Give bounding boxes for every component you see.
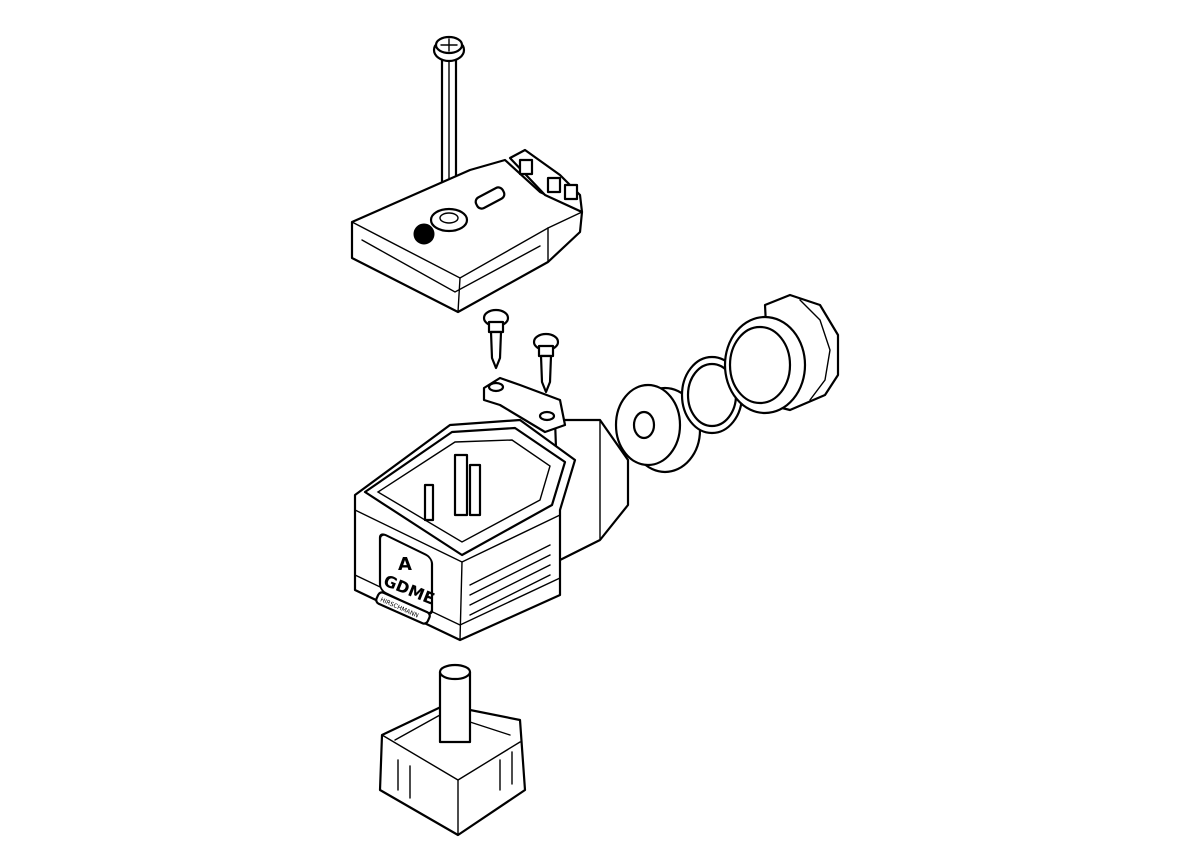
logo-emblem-icon	[413, 223, 435, 245]
seal-washer	[614, 383, 702, 474]
housing: A GDME HIRSCHMANN	[353, 418, 577, 642]
cable-gland-nut	[723, 293, 840, 415]
gasket-bracket	[482, 376, 567, 434]
insert	[378, 663, 527, 837]
cover	[350, 148, 584, 314]
vent-slots	[469, 544, 551, 616]
small-screw	[482, 308, 510, 370]
logo-letter: A	[398, 554, 412, 575]
long-screw	[432, 35, 466, 192]
small-screw	[532, 332, 560, 394]
